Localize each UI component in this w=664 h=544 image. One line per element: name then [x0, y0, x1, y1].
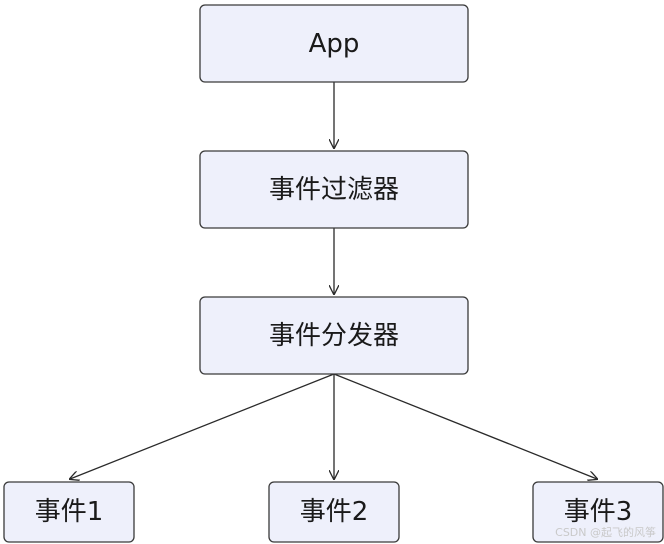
edge-dispatcher-to-event1 — [70, 373, 335, 479]
node-event-2-label: 事件2 — [300, 497, 369, 527]
watermark: CSDN @起飞的风筝 — [555, 526, 656, 539]
node-event-3: 事件3 — [532, 481, 664, 543]
node-event-dispatcher-label: 事件分发器 — [269, 321, 399, 351]
node-event-2-box — [268, 481, 400, 543]
node-app: App — [199, 4, 469, 83]
edge-dispatcher-to-event3 — [333, 373, 597, 479]
node-app-box — [199, 4, 469, 83]
node-event-1-label: 事件1 — [35, 497, 104, 527]
node-app-label: App — [309, 29, 360, 59]
node-event-1: 事件1 — [3, 481, 135, 543]
node-event-filter-label: 事件过滤器 — [269, 175, 399, 205]
node-event-3-box — [532, 481, 664, 543]
node-event-3-label: 事件3 — [564, 497, 633, 527]
node-event-dispatcher: 事件分发器 — [199, 296, 469, 375]
node-event-filter-box — [199, 150, 469, 229]
node-event-1-box — [3, 481, 135, 543]
node-event-dispatcher-box — [199, 296, 469, 375]
node-event-2: 事件2 — [268, 481, 400, 543]
node-event-filter: 事件过滤器 — [199, 150, 469, 229]
